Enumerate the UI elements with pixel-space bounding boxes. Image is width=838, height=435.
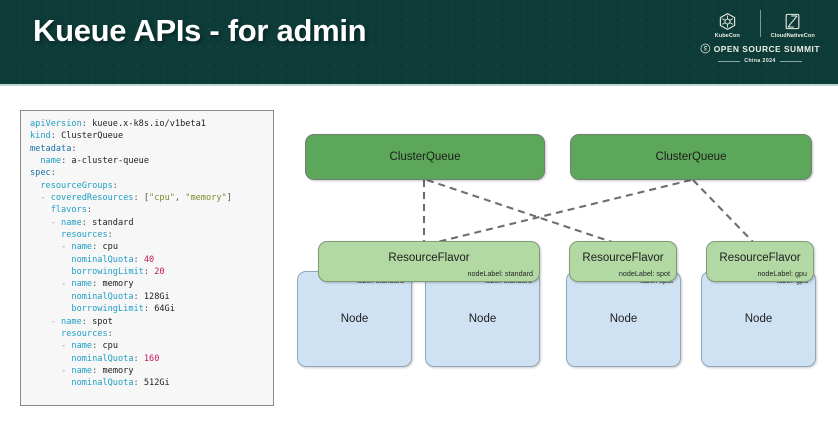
node-2[interactable]: label: standard Node (425, 271, 540, 367)
code-line: nominalQuota: 512Gi (71, 378, 170, 389)
node-3[interactable]: label: spot Node (566, 271, 681, 367)
kubernetes-helm-icon (719, 12, 735, 31)
resource-flavor-standard-label: ResourceFlavor (388, 252, 470, 264)
edge-cq2-rf3 (692, 179, 756, 245)
node-1[interactable]: label: standard Node (297, 271, 412, 367)
logo-divider (759, 10, 761, 37)
cluster-queue-2-label: ClusterQueue (655, 151, 727, 163)
code-line: apiVersion: kueue.x-k8s.io/v1beta1 (30, 119, 206, 129)
code-line: resources: (61, 230, 113, 241)
code-line: borrowingLimit: 64Gi (71, 304, 175, 315)
resource-flavor-standard[interactable]: ResourceFlavor nodeLabel: standard (318, 241, 540, 282)
cluster-queue-1[interactable]: ClusterQueue (305, 134, 545, 180)
code-line: - name: standard (30, 217, 134, 228)
code-line: - name: memory (30, 279, 134, 290)
cluster-queue-1-label: ClusterQueue (389, 151, 461, 163)
code-line: spec: (30, 168, 56, 179)
yaml-code-body: apiVersion: kueue.x-k8s.io/v1beta1 kind: … (30, 118, 265, 390)
node-4-label: Node (744, 313, 773, 325)
node-2-label: Node (468, 313, 497, 325)
kubecon-label: KubeCon (714, 33, 740, 39)
header-underline (0, 84, 838, 86)
node-4[interactable]: label: gpu Node (701, 271, 816, 367)
summit-year-row: China 2024 (700, 58, 820, 64)
rule-right (779, 60, 802, 62)
code-line: nominalQuota: 160 (71, 353, 160, 364)
summit-s-icon (700, 43, 711, 54)
summit-year: China 2024 (744, 58, 776, 64)
code-line: kind: ClusterQueue (30, 131, 124, 142)
code-line: borrowingLimit: 20 (71, 267, 165, 278)
cluster-queue-2[interactable]: ClusterQueue (570, 134, 812, 180)
edge-cq2-rf1 (428, 178, 692, 246)
resource-flavor-spot-label: ResourceFlavor (582, 252, 664, 264)
code-line: - name: spot (30, 316, 113, 327)
code-line: flavors: (50, 205, 93, 216)
diagram-edges (422, 178, 756, 246)
logo-top-row: KubeCon CloudNativeCon (700, 6, 820, 39)
resource-flavor-gpu-nodelabel: nodeLabel: gpu (757, 269, 807, 278)
code-line: - coveredResources: ["cpu", "memory"] (30, 193, 232, 204)
resource-flavor-gpu-label: ResourceFlavor (719, 252, 801, 264)
yaml-code-panel: apiVersion: kueue.x-k8s.io/v1beta1 kind: … (20, 110, 274, 406)
node-3-label: Node (609, 313, 638, 325)
resource-flavor-standard-nodelabel: nodeLabel: standard (467, 269, 533, 278)
summit-label: OPEN SOURCE SUMMIT (713, 43, 820, 54)
page-title: Kueue APIs - for admin (33, 13, 367, 48)
node-1-label: Node (340, 313, 369, 325)
resource-flavor-gpu[interactable]: ResourceFlavor nodeLabel: gpu (706, 241, 814, 282)
cloudnativecon-label: CloudNativeCon (770, 33, 815, 39)
kueue-architecture-diagram: ClusterQueue ClusterQueue label: standar… (285, 120, 838, 385)
code-line: - name: memory (30, 365, 134, 376)
code-line: metadata: (30, 143, 77, 154)
code-line: - name: cpu (30, 242, 118, 253)
code-line: nominalQuota: 128Gi (71, 291, 170, 302)
cloudnativecon-logo: CloudNativeCon (765, 12, 820, 39)
code-line: name: a-cluster-queue (40, 156, 150, 167)
conference-logo: KubeCon CloudNativeCon OPEN SOURCE SUMMI… (700, 6, 820, 64)
code-line: resourceGroups: (40, 180, 118, 191)
cloudnative-square-icon (785, 13, 800, 30)
code-line: - name: cpu (30, 341, 118, 352)
resource-flavor-spot[interactable]: ResourceFlavor nodeLabel: spot (569, 241, 677, 282)
open-source-summit-row: OPEN SOURCE SUMMIT (700, 42, 820, 55)
code-line: resources: (61, 328, 113, 339)
resource-flavor-spot-nodelabel: nodeLabel: spot (618, 269, 670, 278)
rule-left (718, 60, 741, 62)
edge-cq1-rf2 (426, 179, 616, 244)
kubecon-logo: KubeCon (700, 12, 755, 39)
code-line: nominalQuota: 40 (71, 254, 155, 265)
slide-header: Kueue APIs - for admin KubeCon (0, 0, 838, 86)
